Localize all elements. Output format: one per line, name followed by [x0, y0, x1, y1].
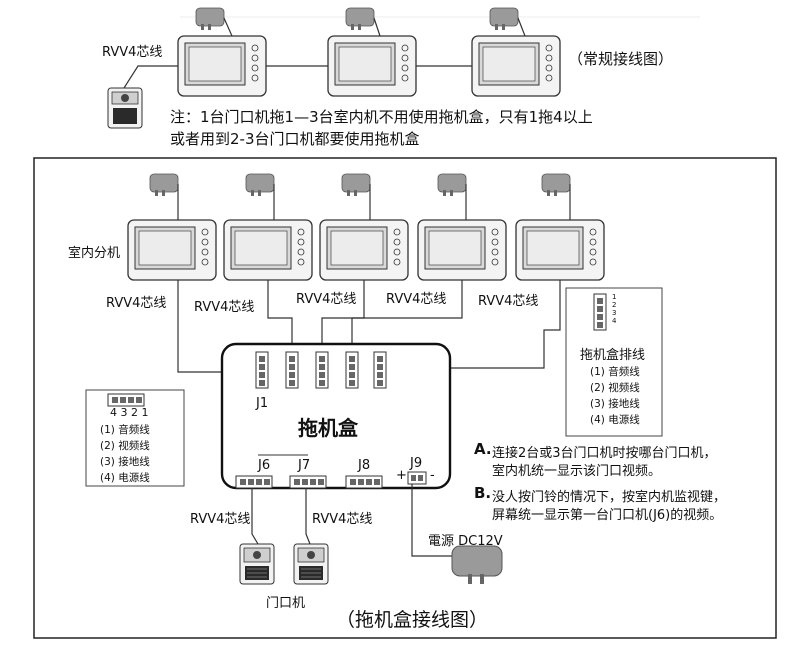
door-camera-2: [293, 543, 329, 585]
left-item-1: (1) 音频线: [100, 424, 150, 436]
connector-5: [373, 351, 387, 389]
note-b-line1: 没人按门铃的情况下，按室内机监视键，: [492, 490, 727, 505]
top-monitor-1: [177, 35, 267, 97]
left-item-3: (3) 接地线: [100, 456, 150, 468]
label-plus: +: [396, 468, 407, 483]
adapter-2: [245, 173, 275, 197]
ribbon-item-4: (4) 电源线: [590, 414, 640, 426]
ribbon-legend: [565, 287, 663, 437]
door-camera-1: [239, 543, 275, 585]
rvv-label-1: RVV4芯线: [106, 296, 167, 311]
adapter-5: [541, 173, 571, 197]
door-rvv-label-1: RVV4芯线: [190, 512, 251, 527]
note-a-line1: 连接2台或3台门口机时按哪台门口机，: [492, 446, 717, 461]
top-adapter-1: [195, 7, 225, 31]
main-frame: [33, 157, 777, 639]
door-label: 门口机: [266, 596, 306, 611]
left-legend: [85, 389, 185, 487]
note-a-letter: A.: [474, 440, 492, 458]
connector-j6: [235, 475, 273, 489]
connector-j9: [407, 471, 427, 485]
ribbon-pin-numbers: 1 2 3 4: [612, 293, 616, 325]
note-b-letter: B.: [474, 484, 492, 502]
indoor-monitor-4: [417, 219, 507, 281]
label-j8: J8: [358, 458, 371, 473]
top-title: （常规接线图）: [568, 50, 674, 68]
top-monitor-3: [471, 35, 561, 97]
rvv-label-3: RVV4芯线: [296, 292, 357, 307]
left-item-2: (2) 视频线: [100, 440, 150, 452]
rvv-label-5: RVV4芯线: [478, 294, 539, 309]
connector-3: [315, 351, 329, 389]
left-items: (1) 音频线 (2) 视频线 (3) 接地线 (4) 电源线: [100, 422, 150, 486]
left-pin-numbers: 4 3 2 1: [110, 406, 149, 419]
top-note-line2: 或者用到2-3台门口机都要使用拖机盒: [170, 130, 420, 148]
connector-2: [285, 351, 299, 389]
switch-box: [220, 342, 452, 490]
ribbon-items: (1) 音频线 (2) 视频线 (3) 接地线 (4) 电源线: [590, 364, 640, 428]
ribbon-pin-2: 2: [612, 301, 617, 309]
indoor-monitor-2: [223, 219, 313, 281]
label-j1: J1: [256, 396, 269, 411]
indoor-monitor-1: [127, 219, 217, 281]
label-j9: J9: [410, 456, 423, 471]
ribbon-item-2: (2) 视频线: [590, 382, 640, 394]
note-b-line2: 屏幕统一显示第一台门口机(J6)的视频。: [492, 508, 723, 523]
top-monitor-2: [327, 35, 417, 97]
ribbon-legend-connector: [593, 293, 607, 331]
top-note-line1: 注：1台门口机拖1—3台室内机不用使用拖机盒，只有1拖4以上: [170, 108, 593, 126]
bottom-title: （拖机盒接线图）: [336, 609, 489, 631]
top-adapter-3: [489, 7, 519, 31]
adapter-3: [341, 173, 371, 197]
label-minus: -: [430, 468, 435, 483]
switch-box-title: 拖机盒: [298, 416, 358, 440]
note-a-line2: 室内机统一显示该门口视频。: [492, 464, 662, 479]
left-legend-connector: [107, 393, 145, 407]
top-adapter-2: [345, 7, 375, 31]
left-item-4: (4) 电源线: [100, 472, 150, 484]
indoor-monitor-3: [319, 219, 409, 281]
indoor-monitor-5: [515, 219, 605, 281]
connector-j8: [345, 475, 383, 489]
connector-j1: [255, 351, 269, 389]
connector-j7: [289, 475, 327, 489]
power-label: 電源 DC12V: [428, 534, 503, 549]
ribbon-title: 拖机盒排线: [580, 348, 646, 363]
adapter-4: [437, 173, 467, 197]
label-j7: J7: [298, 458, 311, 473]
adapter-1: [149, 173, 179, 197]
ribbon-item-3: (3) 接地线: [590, 398, 640, 410]
top-rvv-label: RVV4芯线: [102, 45, 163, 60]
ribbon-pin-3: 3: [612, 309, 617, 317]
connector-4: [345, 351, 359, 389]
ribbon-pin-4: 4: [612, 317, 617, 325]
top-door-camera: [107, 87, 143, 129]
door-rvv-label-2: RVV4芯线: [312, 512, 373, 527]
ribbon-pin-1: 1: [612, 293, 617, 301]
indoor-label: 室内分机: [68, 246, 121, 261]
rvv-label-4: RVV4芯线: [386, 292, 447, 307]
rvv-label-2: RVV4芯线: [194, 300, 255, 315]
label-j6: J6: [258, 458, 271, 473]
power-adapter: [451, 545, 503, 584]
ribbon-item-1: (1) 音频线: [590, 366, 640, 378]
